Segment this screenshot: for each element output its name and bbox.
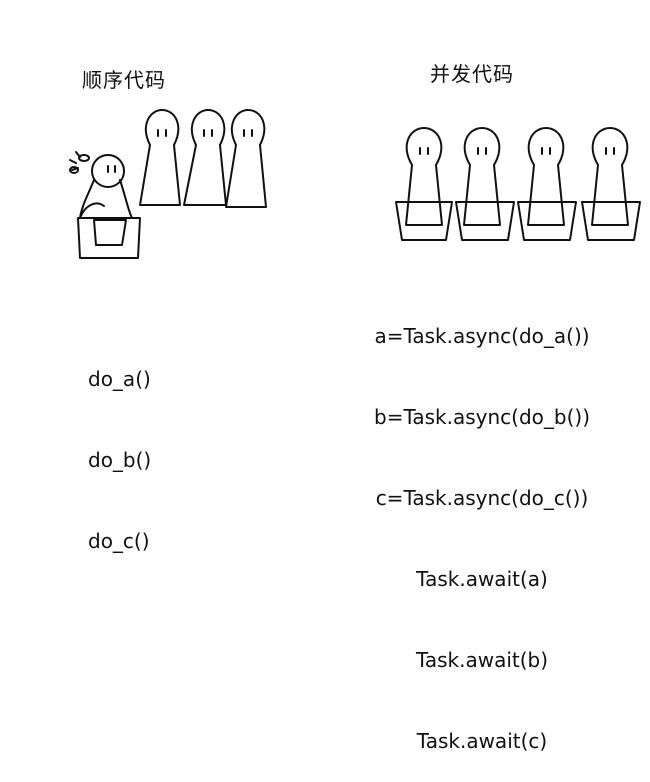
concurrent-code-line: Task.await(b) [415,648,549,672]
concurrent-title: 并发代码 [430,62,514,86]
sequential-code-line: do_c() [88,529,150,553]
concurrent-figure-3 [517,127,577,241]
sequential-title: 顺序代码 [82,68,166,92]
concurrent-code-line: a=Task.async(do_a()) [374,324,590,348]
concurrent-figure-4 [581,127,641,241]
concurrent-code-line: Task.await(a) [416,567,548,591]
concurrent-figure-2 [455,127,515,241]
concurrent-code-line: b=Task.async(do_b()) [374,405,590,429]
desk [77,217,141,259]
concurrent-code-block: a=Task.async(do_a()) b=Task.async(do_b()… [374,269,590,782]
concurrent-code-line: Task.await(c) [416,729,548,753]
working-figure [69,151,133,219]
waiting-figure-3 [225,109,267,208]
waiting-figure-2 [183,109,227,206]
sequential-code-line: do_a() [88,367,151,391]
illustration [69,109,641,259]
sequential-code-line: do_b() [88,448,152,472]
concurrent-code-line: c=Task.async(do_c()) [375,486,589,510]
concurrent-figure-1 [395,127,453,241]
waiting-figure-1 [139,109,181,206]
sequential-code-block: do_a() do_b() do_c() [88,312,151,582]
